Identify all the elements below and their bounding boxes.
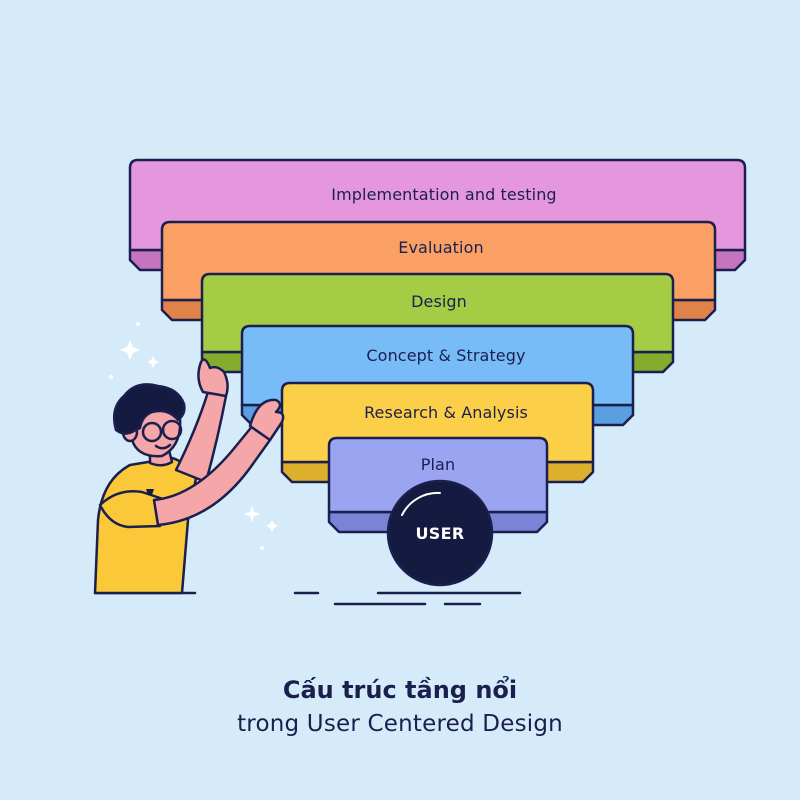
sparkle-icon <box>109 375 113 379</box>
caption-title: Cấu trúc tầng nổi <box>282 676 518 704</box>
sparkle-icon <box>260 546 264 550</box>
layer-concept-label: Concept & Strategy <box>366 346 525 365</box>
layer-implementation-label: Implementation and testing <box>331 185 556 204</box>
glasses-icon <box>141 419 183 443</box>
user-circle <box>386 479 494 587</box>
person-smile <box>154 443 172 450</box>
sparkle-icon <box>147 356 159 368</box>
sparkle-icon <box>266 520 278 532</box>
layer-evaluation-label: Evaluation <box>398 238 483 257</box>
shirt-badge-icon <box>146 489 154 495</box>
layer-research-label: Research & Analysis <box>364 403 528 422</box>
person-illustration <box>93 358 285 595</box>
layer-design-label: Design <box>411 292 467 311</box>
sparkle-icon <box>136 322 140 326</box>
ground-lines <box>93 591 522 606</box>
sparkle-icons <box>109 322 278 550</box>
layer-plan-label: Plan <box>421 455 455 474</box>
caption-subtitle: trong User Centered Design <box>237 711 563 737</box>
user-core: USER <box>386 479 494 587</box>
person-hand-right <box>248 398 285 442</box>
sparkle-icon <box>120 340 140 360</box>
layer-plan-face <box>327 436 549 514</box>
person-hair <box>113 383 186 435</box>
person-hand-left <box>197 358 229 398</box>
user-circle-highlight <box>401 491 441 516</box>
user-label: USER <box>416 524 465 543</box>
sparkle-icon <box>243 505 261 523</box>
